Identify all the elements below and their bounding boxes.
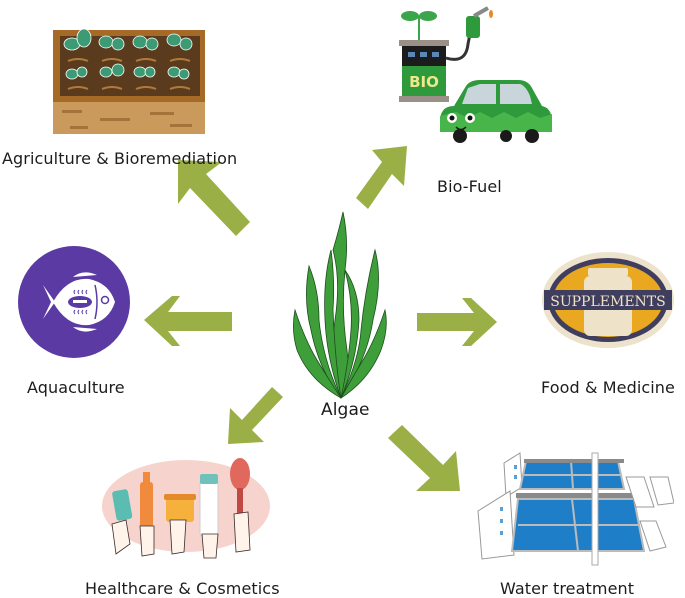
arrow-right xyxy=(417,298,497,346)
arrow-up-right xyxy=(356,146,407,209)
cosmetic-items xyxy=(112,458,250,537)
food-medicine-label: Food & Medicine xyxy=(541,378,675,397)
bio-fuel-pump-car-icon: BIO xyxy=(399,6,552,143)
planter-seedlings-icon xyxy=(53,28,205,134)
bio-text: BIO xyxy=(409,73,439,91)
algae-node xyxy=(289,210,389,400)
healthcare-node xyxy=(100,454,276,570)
arrow-down-left xyxy=(228,387,283,444)
supplements-text: SUPPLEMENTS xyxy=(550,294,665,310)
agriculture-node xyxy=(50,26,210,138)
aquaculture-label: Aquaculture xyxy=(27,378,125,397)
supplements-label-icon: SUPPLEMENTS xyxy=(542,252,674,348)
biofuel-node: BIO xyxy=(396,6,556,152)
agriculture-label: Agriculture & Bioremediation xyxy=(2,149,238,168)
fish-icon xyxy=(18,246,130,358)
arrow-up-left xyxy=(178,160,250,236)
water-treatment-label: Water treatment xyxy=(500,579,635,598)
seedlings xyxy=(63,28,193,80)
arrow-left xyxy=(144,296,232,346)
seaweed-icon xyxy=(293,211,387,400)
water-treatment-plant-icon xyxy=(477,452,674,566)
food-medicine-node: SUPPLEMENTS xyxy=(540,250,676,350)
algae-label: Algae xyxy=(321,400,370,420)
healthcare-label: Healthcare & Cosmetics xyxy=(85,579,280,598)
aquaculture-node xyxy=(17,245,131,359)
water-treatment-node xyxy=(474,447,674,567)
biofuel-label: Bio-Fuel xyxy=(437,177,502,196)
arrow-down-right xyxy=(388,425,460,491)
cosmetics-hands-icon xyxy=(102,458,270,559)
